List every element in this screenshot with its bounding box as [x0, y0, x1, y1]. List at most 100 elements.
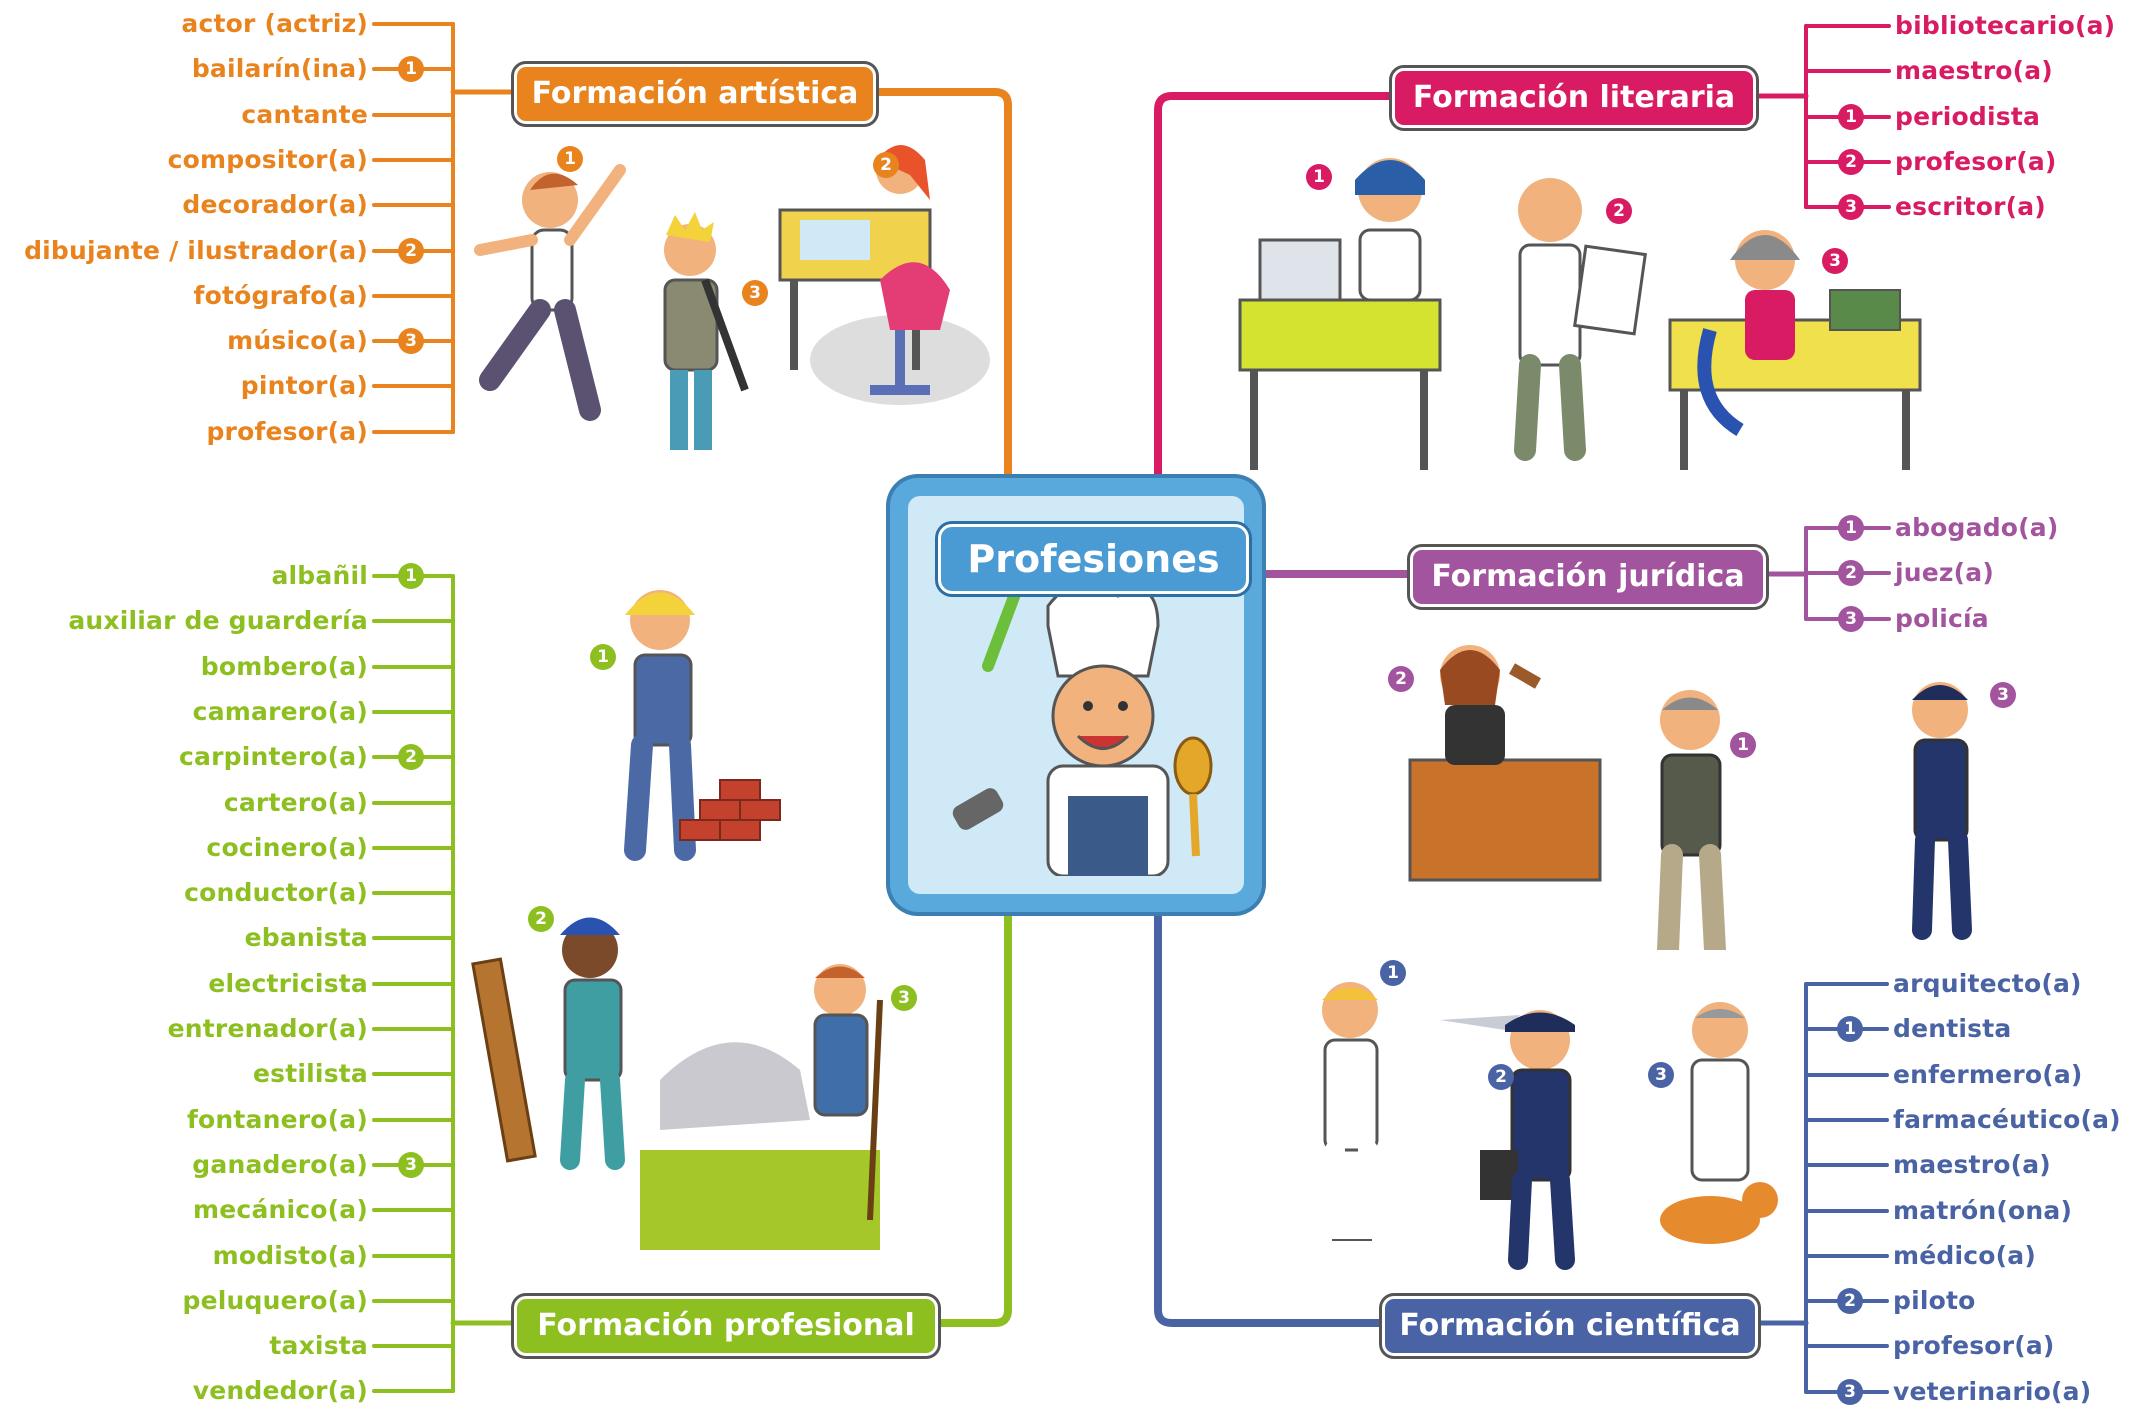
profession-label: periodista [1895, 102, 2041, 131]
profession-label: profesor(a) [1895, 147, 2057, 176]
profession-label: dibujante / ilustrador(a) [24, 236, 368, 265]
number-marker: 3 [398, 1152, 424, 1178]
number-marker: 1 [398, 56, 424, 82]
profession-label: enfermero(a) [1893, 1060, 2083, 1089]
scientific-illustration [1322, 982, 1778, 1270]
profession-label: taxista [269, 1331, 368, 1360]
number-marker: 3 [1838, 606, 1864, 632]
number-marker: 2 [398, 238, 424, 264]
scene-badge: 2 [873, 152, 899, 178]
journalist-figure [1238, 158, 1442, 470]
farmer-figure [640, 964, 883, 1250]
trunk-line [866, 88, 1012, 482]
profession-label: carpintero(a) [178, 742, 368, 771]
profession-label: bibliotecario(a) [1895, 11, 2116, 40]
profession-label: electricista [208, 969, 368, 998]
literary-illustration [1238, 158, 1922, 470]
profession-label: camarero(a) [192, 697, 368, 726]
profession-label: maestro(a) [1895, 56, 2053, 85]
number-marker: 1 [1838, 515, 1864, 541]
profession-label: cartero(a) [223, 788, 368, 817]
category-juridica[interactable]: Formación jurídica [1410, 547, 1766, 607]
center-title: Profesiones [938, 524, 1249, 594]
scene-badge: 1 [557, 146, 583, 172]
scene-badge: 2 [528, 906, 554, 932]
number-marker: 3 [1837, 1379, 1863, 1405]
number-marker: 1 [1837, 1016, 1863, 1042]
number-marker: 2 [398, 744, 424, 770]
profession-label: bailarín(ina) [191, 54, 368, 83]
profession-label: profesor(a) [1893, 1331, 2055, 1360]
category-cientifica[interactable]: Formación científica [1382, 1296, 1758, 1356]
profession-label: músico(a) [227, 326, 368, 355]
profession-label: estilista [253, 1059, 368, 1088]
profession-label: ebanista [244, 923, 368, 952]
profession-label: policía [1895, 604, 1989, 633]
scene-badge: 3 [891, 985, 917, 1011]
scene-badge: 3 [1990, 682, 2016, 708]
profession-label: decorador(a) [182, 190, 368, 219]
scene-badge: 3 [742, 280, 768, 306]
scene-badge: 1 [1306, 164, 1332, 190]
category-literaria[interactable]: Formación literaria [1392, 68, 1756, 128]
profession-label: entrenador(a) [167, 1014, 368, 1043]
trunk-line [928, 908, 1012, 1327]
number-marker: 1 [398, 563, 424, 589]
profession-label: juez(a) [1895, 558, 1994, 587]
trunk-line [1154, 908, 1386, 1327]
artistic-illustration [474, 145, 990, 450]
number-marker: 1 [1838, 104, 1864, 130]
lawyer-figure [1657, 690, 1726, 950]
carpenter-figure [471, 917, 625, 1170]
profession-label: vendedor(a) [192, 1376, 368, 1405]
bricklayer-figure [624, 590, 781, 861]
profession-label: matrón(ona) [1893, 1196, 2073, 1225]
dancer-figure [474, 164, 626, 421]
number-marker: 2 [1837, 1288, 1863, 1314]
number-marker: 2 [1838, 149, 1864, 175]
profession-label: bombero(a) [200, 652, 368, 681]
professional-illustration [471, 590, 883, 1250]
judge-figure [1408, 645, 1602, 882]
scene-badge: 2 [1388, 666, 1414, 692]
scene-badge: 3 [1648, 1062, 1674, 1088]
profession-label: arquitecto(a) [1893, 969, 2082, 998]
profession-label: peluquero(a) [182, 1286, 368, 1315]
profession-label: ganadero(a) [192, 1150, 368, 1179]
police-figure [1912, 682, 1972, 940]
profession-label: pintor(a) [240, 371, 368, 400]
number-marker: 2 [1838, 560, 1864, 586]
profession-label: fotógrafo(a) [193, 281, 368, 310]
scene-badge: 1 [1380, 960, 1406, 986]
profession-label: cantante [241, 100, 368, 129]
profession-label: modisto(a) [212, 1241, 368, 1270]
profession-label: escritor(a) [1895, 192, 2046, 221]
profession-label: médico(a) [1893, 1241, 2036, 1270]
profession-label: cocinero(a) [206, 833, 368, 862]
pilot-figure [1440, 1010, 1575, 1270]
legal-illustration [1408, 645, 1972, 950]
trunk-line [1154, 92, 1396, 482]
category-profesional[interactable]: Formación profesional [514, 1296, 938, 1356]
profession-label: dentista [1893, 1014, 2012, 1043]
profession-label: fontanero(a) [186, 1105, 368, 1134]
chef-illustration [952, 580, 1213, 876]
veterinarian-figure [1660, 1002, 1778, 1244]
profession-label: compositor(a) [167, 145, 368, 174]
musician-figure [663, 212, 749, 450]
profession-label: maestro(a) [1893, 1150, 2051, 1179]
profession-label: albañil [271, 561, 368, 590]
scene-badge: 2 [1606, 198, 1632, 224]
number-marker: 3 [1838, 194, 1864, 220]
profession-label: conductor(a) [184, 878, 368, 907]
dentist-figure [1322, 982, 1382, 1250]
scene-badge: 3 [1822, 248, 1848, 274]
category-artistica[interactable]: Formación artística [514, 64, 876, 124]
profession-label: abogado(a) [1895, 513, 2059, 542]
profession-label: auxiliar de guardería [68, 606, 368, 635]
profession-label: farmacéutico(a) [1893, 1105, 2121, 1134]
profession-label: actor (actriz) [181, 9, 368, 38]
scene-badge: 1 [1730, 732, 1756, 758]
scene-badge: 2 [1488, 1064, 1514, 1090]
